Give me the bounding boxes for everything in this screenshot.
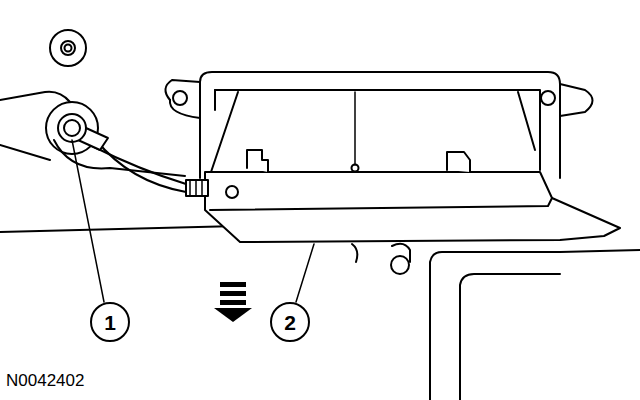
module-plate-edge [210,198,552,210]
body-hole [391,256,409,274]
module-plate [205,172,620,242]
module-window [215,90,540,170]
body-contour [0,226,238,232]
module-divider [354,92,356,165]
module-window [518,92,535,150]
body-contour [352,244,357,262]
module-hole [226,186,238,198]
body-contour [0,145,50,160]
module-housing [200,72,560,178]
body-contour [460,274,560,400]
direction-arrow [220,300,246,305]
direction-arrow [220,291,246,296]
bracket-bolt [541,91,555,105]
stud-boss [50,30,86,66]
ground-bolt [58,114,86,142]
module-window [214,90,216,110]
module-rivet [352,165,359,172]
figure-code: N0042402 [6,372,84,389]
direction-arrow [220,282,246,287]
bracket-bolt [173,91,187,105]
body-contour [0,92,70,102]
stud [65,45,72,52]
leader-line [296,244,314,302]
module-tab [447,152,470,172]
wire-connector [186,180,208,196]
callout-number: 1 [104,312,116,333]
wire-connector [190,180,202,196]
module-tab [247,150,268,172]
module-window [210,92,238,175]
ground-wire [96,140,186,192]
bracket-ear [165,80,200,100]
callout-circle [271,303,309,341]
module-housing [199,82,201,178]
body-contour [430,252,560,400]
stud [61,41,75,55]
leader-line [72,140,104,302]
callout-circle [91,303,129,341]
direction-arrow [214,308,252,322]
callout-number: 2 [284,312,296,333]
body-contour [560,250,640,252]
bracket-ear [560,84,593,116]
ground-bolt [64,120,80,136]
